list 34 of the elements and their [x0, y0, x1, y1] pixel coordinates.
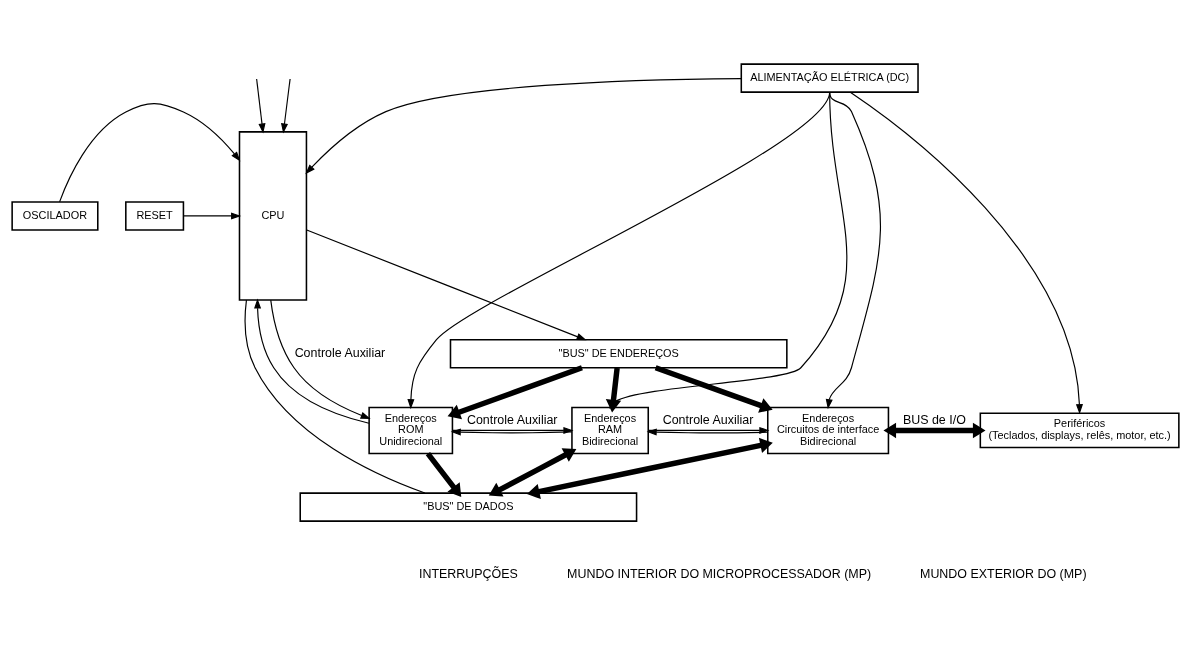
arrow	[280, 78, 291, 134]
arrow	[883, 422, 986, 439]
edge-label: Controle Auxiliar	[466, 413, 558, 428]
node-box: RESET	[125, 201, 185, 231]
node-box: ALIMENTAÇÃO ELÉTRICA (DC)	[740, 63, 919, 93]
arrow	[306, 229, 587, 341]
arrow	[59, 103, 241, 203]
connector	[244, 299, 426, 494]
node-box: CPU	[238, 131, 308, 301]
arrow	[425, 451, 462, 498]
arrow	[825, 91, 881, 410]
arrow	[305, 78, 742, 175]
node-box: Endereços Circuitos de interface Bidirecional	[767, 406, 890, 455]
arrow	[256, 78, 266, 134]
arrow	[254, 298, 370, 424]
node-box: OSCILADOR	[11, 201, 99, 231]
edge-label: Controle Auxiliar	[294, 345, 386, 360]
arrow	[849, 91, 1083, 415]
node-box: Endereços ROM Unidirecional	[368, 406, 454, 455]
node-box: "BUS" DE ENDEREÇOS	[449, 338, 788, 369]
arrow	[654, 365, 773, 413]
node-box: Endereços RAM Bidirecional	[571, 406, 650, 455]
node-box: Periféricos (Teclados, displays, relês, motor, etc.)	[979, 412, 1180, 449]
edge-label: BUS de I/O	[902, 413, 966, 428]
arrow	[270, 299, 371, 419]
label: INTERRUPÇÕES	[418, 566, 518, 581]
arrow	[447, 365, 583, 420]
label: MUNDO INTERIOR DO MICROPROCESSADOR (MP)	[567, 566, 872, 581]
label: MUNDO EXTERIOR DO (MP)	[920, 566, 1087, 581]
edge-label: Controle Auxiliar	[662, 413, 754, 428]
arrow	[526, 437, 773, 500]
arrow	[488, 448, 577, 497]
node-box: "BUS" DE DADOS	[299, 492, 638, 522]
arrow	[182, 212, 242, 220]
